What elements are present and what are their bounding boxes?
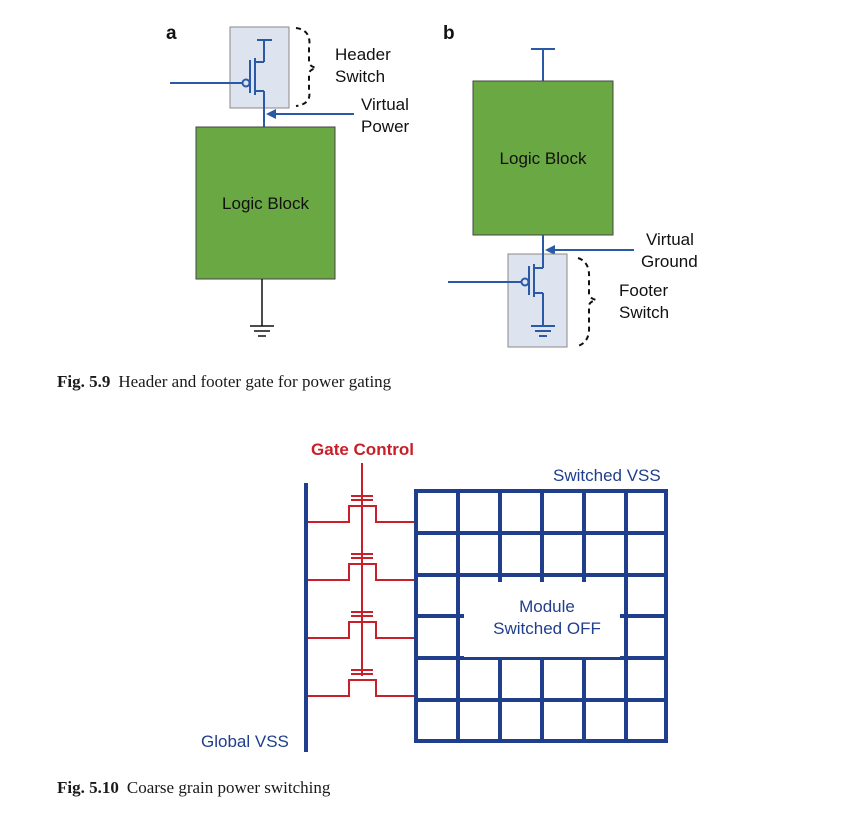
- panel-a-label: a: [166, 23, 177, 44]
- fig-5-10: Gate Control Switched VSS Global VSS Mod…: [201, 440, 668, 752]
- panel-b: b Logic Block Virtual Ground: [443, 23, 698, 348]
- logic-block-a: [195, 126, 336, 280]
- module-switched-off-box: [464, 582, 620, 657]
- switched-vss-grid: [414, 489, 668, 743]
- caption-fig-5-9-text: Header and footer gate for power gating: [118, 372, 392, 391]
- gate-control-label: Gate Control: [311, 440, 414, 459]
- caption-fig-5-9: Fig. 5.9 Header and footer gate for power…: [57, 372, 391, 392]
- power-switch-transistor: [308, 611, 416, 639]
- global-vss-label: Global VSS: [201, 732, 289, 751]
- footer-switch-label-1: Footer: [619, 281, 668, 300]
- logic-block-b: [472, 80, 614, 236]
- power-switch-transistor: [308, 495, 416, 523]
- power-switch-transistor: [308, 669, 416, 697]
- footer-switch-label-2: Switch: [619, 303, 669, 322]
- header-switch-label-1: Header: [335, 45, 391, 64]
- caption-fig-5-10: Fig. 5.10 Coarse grain power switching: [57, 778, 330, 798]
- caption-fig-5-9-number: Fig. 5.9: [57, 372, 111, 391]
- ground-icon: [250, 279, 274, 337]
- nmos-transistor-icon: [448, 235, 555, 337]
- power-switch-transistor: [308, 553, 416, 581]
- virtual-ground-arrowhead: [545, 245, 555, 255]
- footer-switch-bracket: [577, 257, 600, 347]
- virtual-ground-label-1: Virtual: [646, 230, 694, 249]
- header-switch-label-2: Switch: [335, 67, 385, 86]
- module-label-1: Module: [519, 597, 575, 616]
- virtual-ground-label-2: Ground: [641, 252, 698, 271]
- virtual-power-arrowhead: [266, 109, 276, 119]
- virtual-power-label-1: Virtual: [361, 95, 409, 114]
- vdd-icon: [531, 48, 555, 81]
- switched-vss-label: Switched VSS: [553, 466, 661, 485]
- logic-block-a-label: Logic Block: [222, 194, 309, 213]
- caption-fig-5-10-number: Fig. 5.10: [57, 778, 119, 797]
- pmos-transistor-icon: [170, 39, 272, 128]
- panel-b-label: b: [443, 23, 455, 44]
- header-switch-bracket: [295, 27, 320, 107]
- virtual-power-label-2: Power: [361, 117, 410, 136]
- panel-a: a Header Switch Virtual Power Logic Bloc…: [166, 23, 410, 337]
- power-switches: [308, 495, 416, 697]
- logic-block-b-label: Logic Block: [500, 149, 587, 168]
- module-label-2: Switched OFF: [493, 619, 601, 638]
- caption-fig-5-10-text: Coarse grain power switching: [126, 778, 331, 797]
